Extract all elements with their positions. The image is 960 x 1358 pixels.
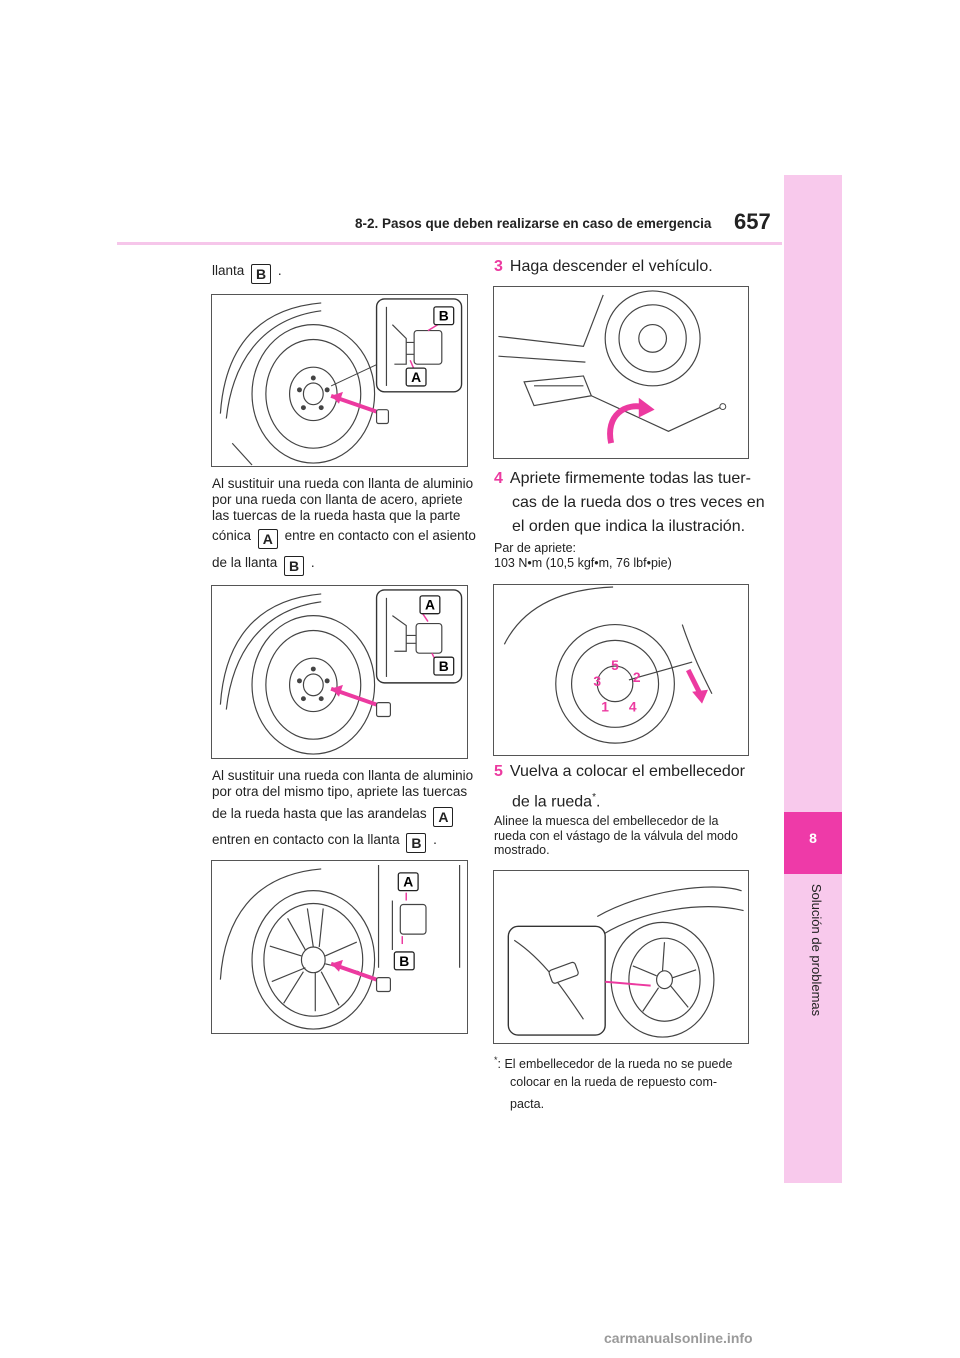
figure-label-a: A [411, 369, 421, 385]
seq-5: 5 [611, 657, 619, 673]
figure-wheel-cap-valve-art [507, 886, 744, 1038]
figure-steel-nut: B A [211, 294, 468, 467]
figure-lower-vehicle [493, 286, 749, 459]
para-aluminum-wheel-line2: de la rueda hasta que las arandelas A [212, 806, 456, 827]
step-3-text: Haga descender el vehículo. [509, 258, 713, 275]
footnote-text-line1: : El embellecedor de la rueda no se pued… [497, 1057, 733, 1072]
figure2-label-a: A [425, 597, 435, 613]
para1-line2-prefix: cónica [212, 528, 252, 543]
intro-suffix: . [277, 263, 282, 278]
chapter-number: 8 [809, 830, 817, 846]
figure3-label-b: B [399, 953, 409, 969]
callout-b-chip: B [284, 556, 305, 576]
step-4-line2: cas de la rueda dos o tres veces en [512, 494, 765, 511]
footnote-line3: pacta. [510, 1097, 545, 1111]
section-title: 8-2. Pasos que deben realizarse en caso … [355, 216, 712, 231]
figure-alloy-wheel-washer-art: A B [219, 864, 461, 1030]
para2-line3-prefix: entren en contacto con la llanta [212, 832, 400, 847]
chapter-label: Solución de problemas [809, 883, 824, 1017]
figure-steel-nut-art: B A [219, 298, 463, 466]
seq-3: 3 [593, 673, 601, 689]
step-5-number: 5 [494, 763, 503, 780]
para-steel-wheel-line2: cónica A entre en contacto con el asient… [212, 528, 476, 549]
watermark: carmanualsonline.info [604, 1330, 753, 1346]
header-rule [117, 242, 782, 245]
figure-wheel-cap-valve [493, 870, 749, 1044]
step-5-asterisk: * [592, 792, 596, 803]
para1-line3-prefix: de la llanta [212, 555, 278, 570]
callout-a-chip: A [257, 529, 278, 549]
para1-line2-suffix: entre en contacto con el asiento [284, 528, 476, 543]
footnote-line1: *: El embellecedor de la rueda no se pue… [494, 1053, 732, 1071]
step-5-text-line2: de la rueda [512, 793, 593, 811]
torque-value: 103 N•m (10,5 kgf•m, 76 lbf•pie) [494, 556, 672, 570]
step-3: 3 Haga descender el vehículo. [494, 255, 713, 278]
figure-tightening-order-art: 5 2 3 1 4 [503, 586, 713, 744]
chapter-tab [784, 175, 842, 1183]
seq-2: 2 [633, 669, 641, 685]
figure-alloy-wheel-washer: A B [211, 860, 468, 1034]
para-aluminum-wheel: Al sustituir una rueda con llanta de alu… [212, 768, 474, 799]
step-5-text-line1: Vuelva a colocar el embellecedor [509, 763, 745, 780]
para-steel-wheel: Al sustituir una rueda con llanta de alu… [212, 476, 474, 523]
figure2-label-b: B [439, 658, 449, 674]
torque-label: Par de apriete: [494, 541, 576, 555]
para1-line3-suffix: . [310, 555, 315, 570]
step-3-number: 3 [494, 258, 503, 275]
step-4: 4 Apriete firmemente todas las tuer- [494, 467, 751, 490]
figure-label-b: B [439, 308, 449, 324]
step-5-note: Alinee la muesca del embellecedor de la … [494, 814, 738, 857]
figure-aluminum-nut: A B [211, 585, 468, 759]
step-5: 5 Vuelva a colocar el embellecedor [494, 760, 745, 783]
footnote-line2: colocar en la rueda de repuesto com- [510, 1075, 718, 1089]
step-5-text-end: . [595, 793, 601, 811]
footnote-marker: * [494, 1055, 498, 1065]
figure-aluminum-nut-art: A B [219, 589, 463, 755]
para-steel-wheel-line3: de la llanta B . [212, 555, 315, 576]
seq-4: 4 [629, 699, 637, 715]
step-4-number: 4 [494, 470, 503, 487]
para2-line3-suffix: . [433, 832, 437, 847]
para2-line2-prefix: de la rueda hasta que las arandelas [212, 806, 427, 821]
callout-b-chip: B [406, 833, 427, 853]
step-5-line2: de la rueda*. [512, 786, 600, 813]
callout-a-chip: A [433, 807, 454, 827]
figure-lower-vehicle-art [498, 290, 727, 444]
para-aluminum-wheel-line3: entren en contacto con la llanta B . [212, 832, 437, 853]
step-4-text-line1: Apriete firmemente todas las tuer- [509, 470, 751, 487]
page-number: 657 [734, 209, 771, 234]
figure3-label-a: A [403, 874, 413, 890]
figure-tightening-order: 5 2 3 1 4 [493, 584, 749, 756]
intro-prefix: llanta [212, 263, 245, 278]
seq-1: 1 [601, 699, 609, 715]
step-4-line3: el orden que indica la ilustración. [512, 518, 746, 535]
chapter-number-block [784, 812, 842, 874]
callout-b-chip: B [251, 264, 272, 284]
intro-line: llanta B . [212, 263, 282, 284]
